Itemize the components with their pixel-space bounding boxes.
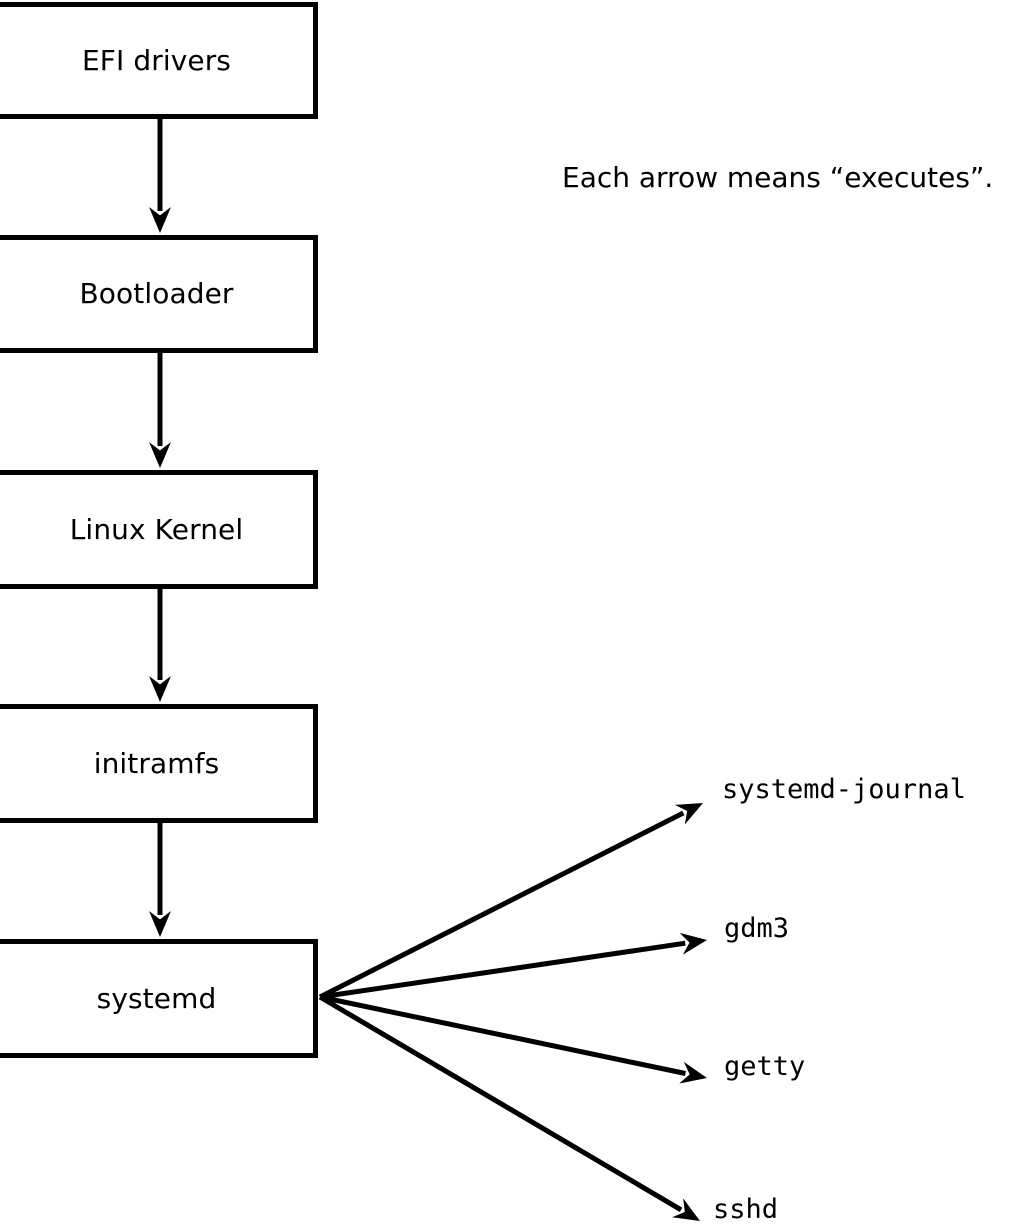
arrow-bootloader-to-kernel — [149, 353, 171, 468]
service-label-sshd[interactable]: sshd — [713, 1194, 779, 1225]
node-box-efi-drivers[interactable]: EFI drivers — [0, 2, 318, 119]
arrow-kernel-to-initramfs-head — [149, 676, 171, 702]
service-label-gdm3[interactable]: gdm3 — [724, 913, 790, 944]
node-box-systemd[interactable]: systemd — [0, 939, 318, 1058]
service-label-getty[interactable]: getty — [724, 1051, 806, 1082]
node-label-bootloader: Bootloader — [79, 277, 234, 310]
arrow-systemd-to-systemd-journal-head — [674, 803, 703, 825]
node-box-initramfs[interactable]: initramfs — [0, 704, 318, 823]
arrow-systemd-to-getty-shaft — [319, 994, 686, 1076]
legend-caption: Each arrow means “executes”. — [562, 161, 994, 194]
node-label-efi-drivers: EFI drivers — [81, 43, 232, 77]
arrow-initramfs-to-systemd — [149, 823, 171, 937]
arrow-initramfs-to-systemd-head — [149, 911, 171, 937]
arrow-kernel-to-initramfs — [149, 589, 171, 702]
arrow-systemd-to-sshd-shaft — [318, 994, 683, 1212]
node-label-linux-kernel: Linux Kernel — [69, 512, 244, 546]
arrow-systemd-to-systemd-journal-shaft — [318, 810, 685, 1000]
arrow-systemd-to-sshd-head — [672, 1198, 700, 1221]
arrow-systemd-to-getty — [319, 994, 707, 1084]
node-label-initramfs: initramfs — [93, 746, 220, 780]
arrow-systemd-to-systemd-journal — [318, 803, 703, 1000]
arrow-systemd-to-getty-head — [679, 1061, 707, 1084]
node-label-systemd: systemd — [96, 981, 217, 1015]
arrow-bootloader-to-kernel-head — [149, 442, 171, 468]
arrow-efi-to-bootloader — [149, 119, 171, 233]
service-label-systemd-journal[interactable]: systemd-journal — [722, 774, 966, 805]
arrow-systemd-to-gdm3-head — [679, 932, 707, 955]
node-box-linux-kernel[interactable]: Linux Kernel — [0, 470, 318, 589]
node-box-bootloader[interactable]: Bootloader — [0, 235, 318, 353]
arrow-systemd-to-gdm3-shaft — [319, 940, 686, 1000]
arrow-efi-to-bootloader-head — [149, 207, 171, 233]
arrow-systemd-to-gdm3 — [319, 932, 707, 1000]
arrow-systemd-to-sshd — [318, 994, 700, 1221]
